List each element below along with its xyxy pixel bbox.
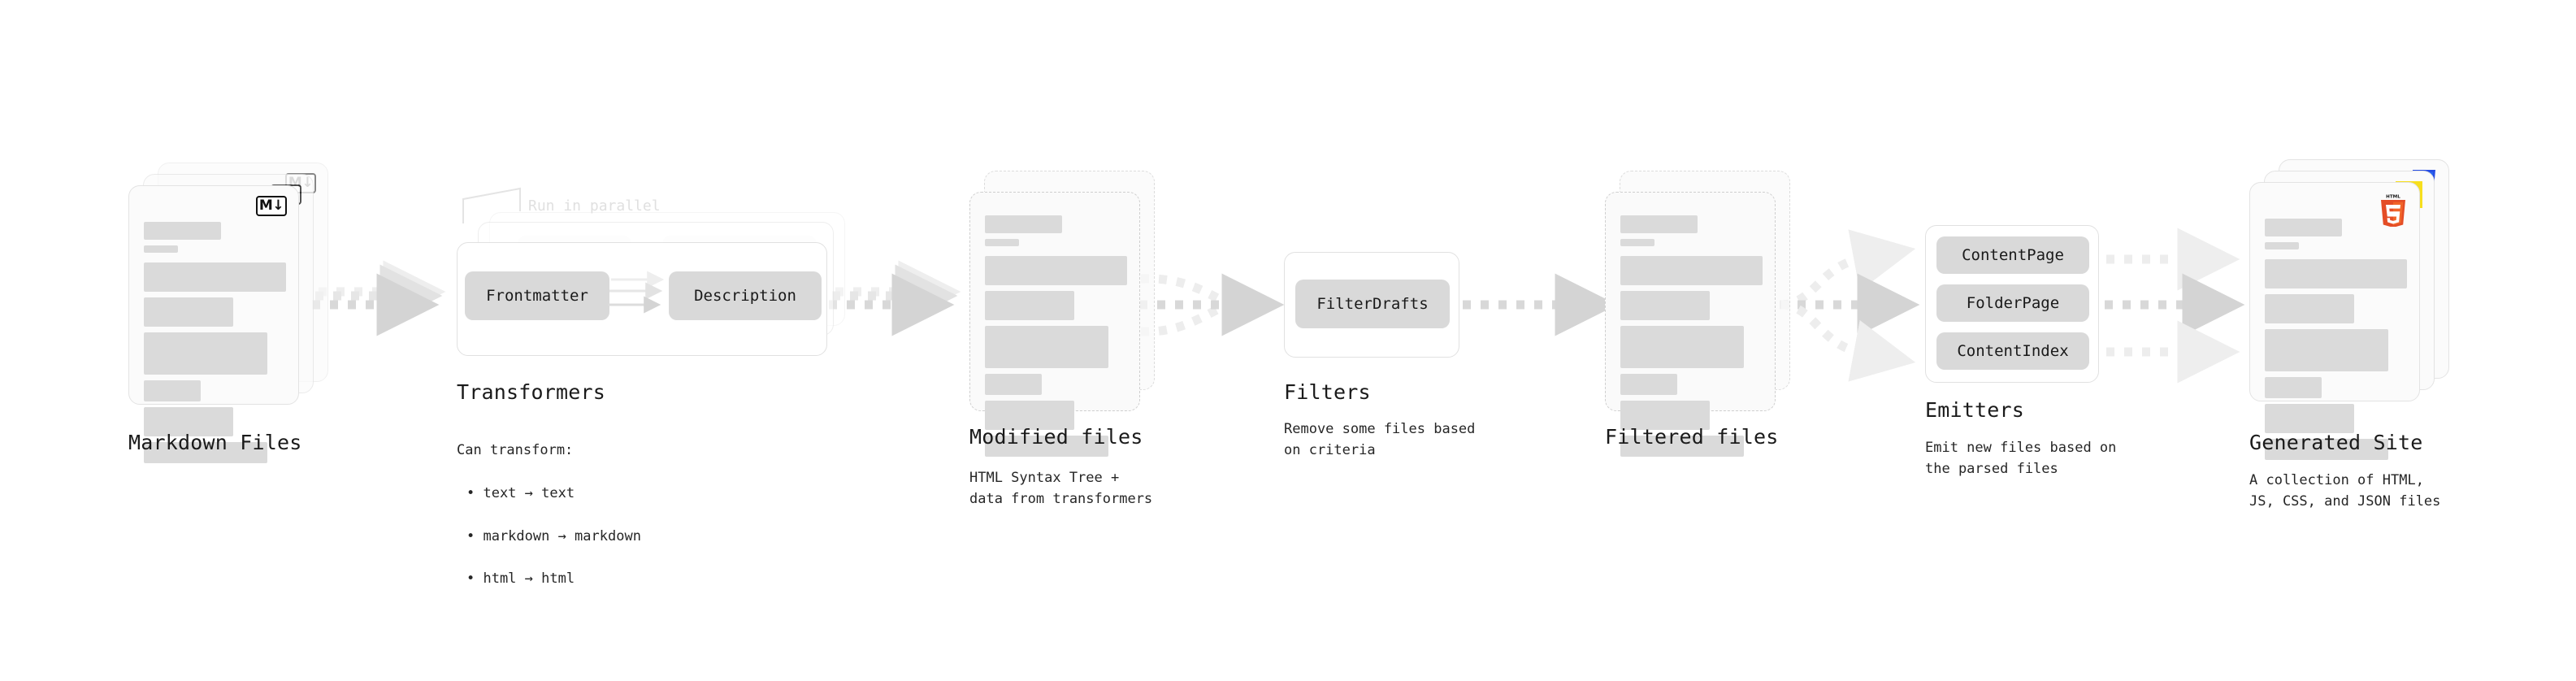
- skeleton-line: [1620, 374, 1677, 395]
- skeleton-line: [2265, 439, 2388, 460]
- skeleton-line: [985, 215, 1062, 233]
- chip-contentpage[interactable]: ContentPage: [1936, 236, 2089, 274]
- skeleton-line: [2265, 294, 2354, 323]
- chip-contentindex[interactable]: ContentIndex: [1936, 332, 2089, 370]
- skeleton-line: [144, 222, 221, 240]
- skeleton-line: [1620, 256, 1763, 285]
- stage-title-emitters: Emitters: [1925, 398, 2025, 422]
- skeleton-line: [2265, 377, 2322, 398]
- stage-title-modified-files: Modified files: [969, 425, 1143, 449]
- skeleton-line: [144, 442, 267, 463]
- skeleton-lines: [2265, 219, 2407, 466]
- skeleton-line: [985, 436, 1108, 457]
- skeleton-line: [985, 374, 1042, 395]
- skeleton-line: [1620, 401, 1710, 430]
- skeleton-line: [985, 401, 1074, 430]
- skeleton-line: [144, 332, 267, 375]
- transformer-box-front: Frontmatter Description: [457, 242, 827, 356]
- stage-title-generated-site: Generated Site: [2249, 431, 2423, 454]
- skeleton-line: [144, 380, 201, 401]
- document-card-html: HTML: [2249, 182, 2420, 460]
- caption-lead: Can transform:: [457, 442, 574, 459]
- stage-caption-modified-files: HTML Syntax Tree + data from transformer…: [969, 470, 1153, 508]
- document-card-front: [1605, 192, 1776, 457]
- skeleton-line: [985, 239, 1019, 246]
- html5-icon: HTML: [2379, 193, 2408, 230]
- filters-box: FilterDrafts: [1284, 252, 1459, 358]
- skeleton-line: [2265, 404, 2354, 433]
- skeleton-line: [1620, 239, 1654, 246]
- skeleton-line: [2265, 219, 2342, 236]
- emitters-box: ContentPage FolderPage ContentIndex: [1925, 225, 2099, 383]
- caption-bullet-1: • markdown → markdown: [466, 527, 641, 544]
- skeleton-line: [144, 262, 286, 292]
- skeleton-line: [144, 407, 233, 436]
- chip-frontmatter[interactable]: Frontmatter: [465, 271, 609, 320]
- skeleton-line: [985, 326, 1108, 368]
- skeleton-lines: [1620, 215, 1763, 462]
- skeleton-line: [985, 291, 1074, 320]
- run-in-parallel-label: Run in parallel: [528, 197, 661, 215]
- document-card-front: [969, 192, 1140, 457]
- stage-title-filters: Filters: [1284, 380, 1371, 404]
- stage-title-filtered-files: Filtered files: [1605, 425, 1779, 449]
- skeleton-lines: [144, 222, 286, 469]
- stage-title-markdown-files: Markdown Files: [128, 431, 302, 454]
- connector-emitters-to-site: [2105, 228, 2245, 384]
- caption-bullet-2: • html → html: [466, 570, 575, 588]
- skeleton-line: [985, 256, 1127, 285]
- skeleton-line: [1620, 291, 1710, 320]
- html5-icon-glyph: HTML: [2381, 195, 2405, 228]
- stage-title-transformers: Transformers: [457, 380, 606, 404]
- document-card-front: M↓: [128, 185, 299, 463]
- caption-bullet-0: • text → text: [466, 485, 575, 502]
- connector-filtered-to-emitters: [1780, 229, 1920, 382]
- skeleton-line: [1620, 436, 1744, 457]
- stage-caption-emitters: Emit new files based on the parsed files: [1925, 440, 2117, 478]
- skeleton-line: [144, 245, 178, 253]
- stage-caption-filters: Remove some files based on criteria: [1284, 421, 1476, 459]
- chip-folderpage[interactable]: FolderPage: [1936, 284, 2089, 322]
- stage-caption-generated-site: A collection of HTML, JS, CSS, and JSON …: [2249, 472, 2441, 510]
- skeleton-line: [1620, 215, 1698, 233]
- skeleton-line: [2265, 259, 2407, 288]
- skeleton-line: [2265, 242, 2299, 249]
- chip-filterdrafts[interactable]: FilterDrafts: [1295, 280, 1450, 328]
- skeleton-lines: [985, 215, 1127, 462]
- svg-text:HTML: HTML: [2386, 195, 2400, 200]
- skeleton-line: [144, 297, 233, 327]
- skeleton-line: [1620, 326, 1744, 368]
- markdown-icon: M↓: [256, 196, 287, 216]
- stage-caption-transformers: Can transform: • text → text • markdown …: [457, 419, 641, 611]
- chip-description[interactable]: Description: [669, 271, 822, 320]
- skeleton-line: [2265, 329, 2388, 371]
